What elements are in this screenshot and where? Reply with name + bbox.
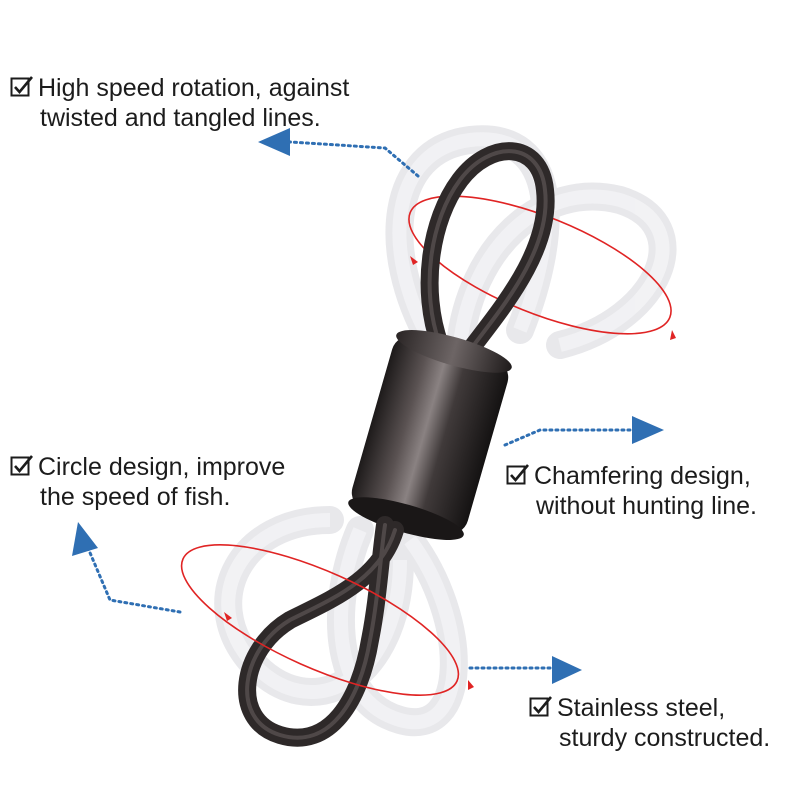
- callout-chamfering: Chamfering design, without hunting line.: [506, 461, 757, 521]
- callout-rotation: High speed rotation, against twisted and…: [10, 73, 349, 133]
- arrow-icon: [72, 522, 98, 556]
- arrow-icon: [632, 416, 664, 444]
- arrow-icon: [552, 656, 582, 684]
- callout-stainless-line2: sturdy constructed.: [559, 724, 771, 752]
- arrow-icon: [86, 546, 182, 614]
- callout-stainless: Stainless steel, sturdy constructed.: [529, 693, 770, 753]
- rotation-arrow-icon: [224, 612, 232, 621]
- callout-chamfering-line2: without hunting line.: [536, 492, 757, 520]
- arrow-icon: [503, 428, 632, 447]
- checkbox-check-icon: [506, 464, 529, 485]
- checkbox-check-icon: [10, 455, 33, 476]
- checkbox-check-icon: [529, 696, 552, 717]
- arrow-icon: [288, 140, 420, 178]
- rotation-arrow-icon: [670, 330, 676, 340]
- callout-stainless-line1: Stainless steel,: [557, 694, 726, 722]
- callout-chamfering-line1: Chamfering design,: [534, 462, 751, 490]
- callout-circle-design-line2: the speed of fish.: [40, 483, 231, 511]
- arrow-icon: [258, 128, 290, 156]
- checkbox-check-icon: [10, 76, 33, 97]
- rotation-ring-icon: [180, 544, 460, 696]
- rotation-arrow-icon: [468, 680, 474, 690]
- callout-circle-design-line1: Circle design, improve: [38, 453, 286, 481]
- rotation-arrow-icon: [410, 256, 418, 265]
- callout-circle-design: Circle design, improve the speed of fish…: [10, 452, 285, 512]
- callout-rotation-line1: High speed rotation, against: [38, 74, 350, 102]
- swivel-barrel: [348, 330, 512, 540]
- callout-rotation-line2: twisted and tangled lines.: [40, 104, 321, 132]
- rotation-ring-icon: [408, 195, 672, 335]
